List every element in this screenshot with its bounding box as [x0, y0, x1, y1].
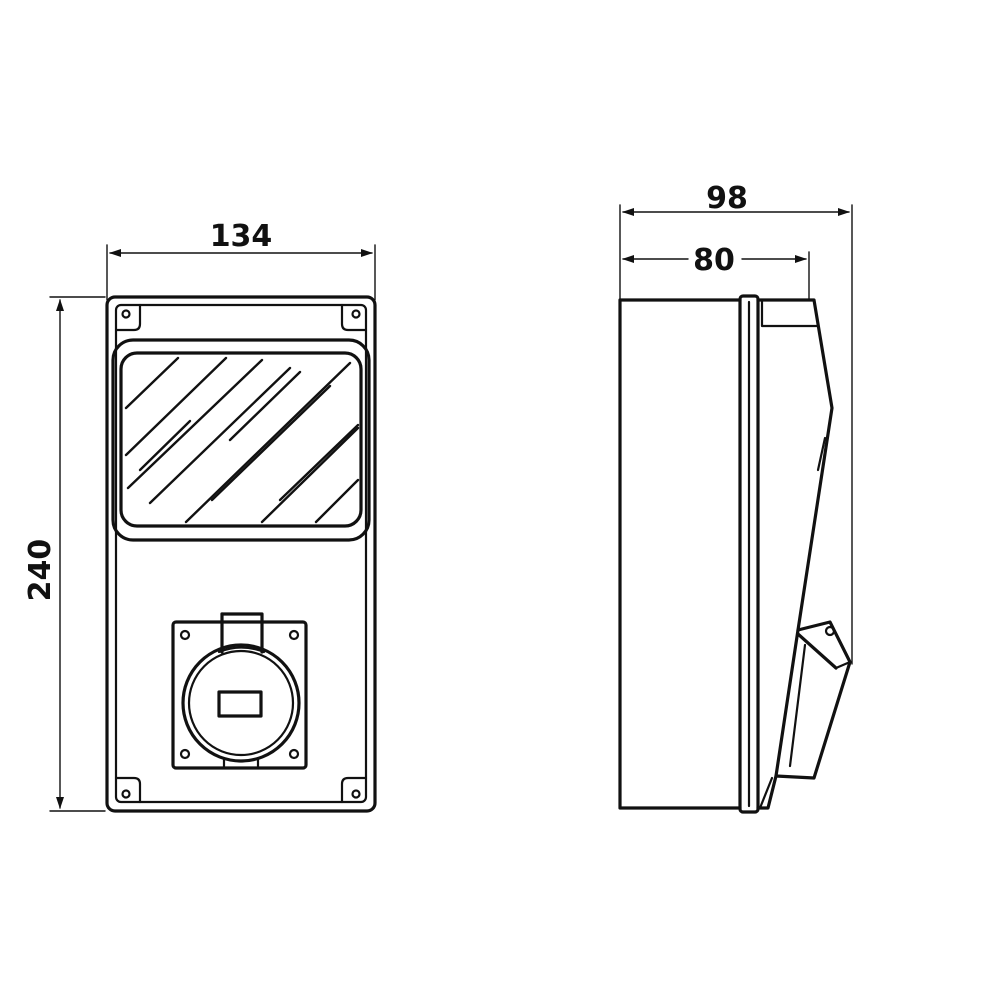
front-width-label: 134 — [210, 219, 273, 254]
glass-hatching — [124, 356, 360, 524]
front-view: 134 240 — [23, 219, 377, 813]
enclosure-outline — [105, 295, 377, 813]
side-body-depth-label: 80 — [693, 243, 735, 278]
dimension-front-width: 134 — [106, 219, 376, 301]
inspection-window — [111, 338, 371, 542]
front-height-label: 240 — [23, 539, 58, 602]
socket-outlet — [171, 612, 308, 770]
side-view: 98 80 — [618, 181, 853, 814]
dimension-side-total-depth: 98 — [619, 181, 853, 665]
dimension-side-body-depth: 80 — [622, 243, 810, 301]
dimension-front-height: 240 — [23, 296, 106, 812]
side-total-depth-label: 98 — [706, 181, 748, 216]
socket-side — [774, 620, 852, 780]
lid-side — [756, 298, 834, 810]
enclosure-body-side — [618, 294, 760, 814]
corner-screws — [114, 303, 368, 804]
